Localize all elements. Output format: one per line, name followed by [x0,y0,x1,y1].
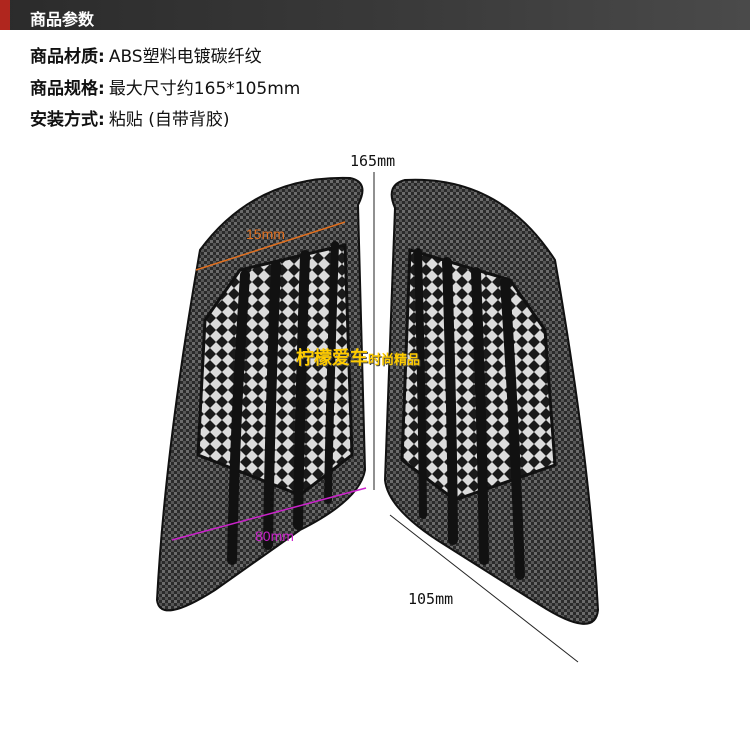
spec-label: 商品材质: [30,47,105,67]
watermark-brand: 柠檬爱车 [296,348,368,369]
bottom-inner-dimension-label: 80mm [255,528,294,544]
spec-label: 商品规格: [30,79,105,99]
watermark-tagline: 时尚精品 [368,353,421,368]
spec-value: 最大尺寸约165*105mm [108,79,301,99]
brand-watermark: 柠檬爱车时尚精品 [296,344,420,370]
width-dimension-line [389,514,579,663]
header-accent-bar [0,0,10,30]
top-inner-dimension-line [195,221,346,271]
right-vent [383,178,600,625]
section-title: 商品参数 [30,10,95,29]
spec-row-size: 商品规格:最大尺寸约165*105mm [30,74,300,99]
spec-label: 安装方式: [30,110,105,130]
top-inner-dimension-label: 15mm [246,226,285,242]
left-vent [155,176,367,612]
spec-row-material: 商品材质:ABS塑料电镀碳纤纹 [30,42,262,67]
spec-value: ABS塑料电镀碳纤纹 [108,47,262,67]
spec-value: 粘贴 (自带背胶) [108,110,230,130]
width-dimension-label: 105mm [408,590,454,608]
section-header: 商品参数 [0,0,750,30]
bottom-inner-dimension-line [171,487,367,541]
spec-row-install: 安装方式:粘贴 (自带背胶) [30,105,229,130]
height-dimension-label: 165mm [350,152,396,170]
